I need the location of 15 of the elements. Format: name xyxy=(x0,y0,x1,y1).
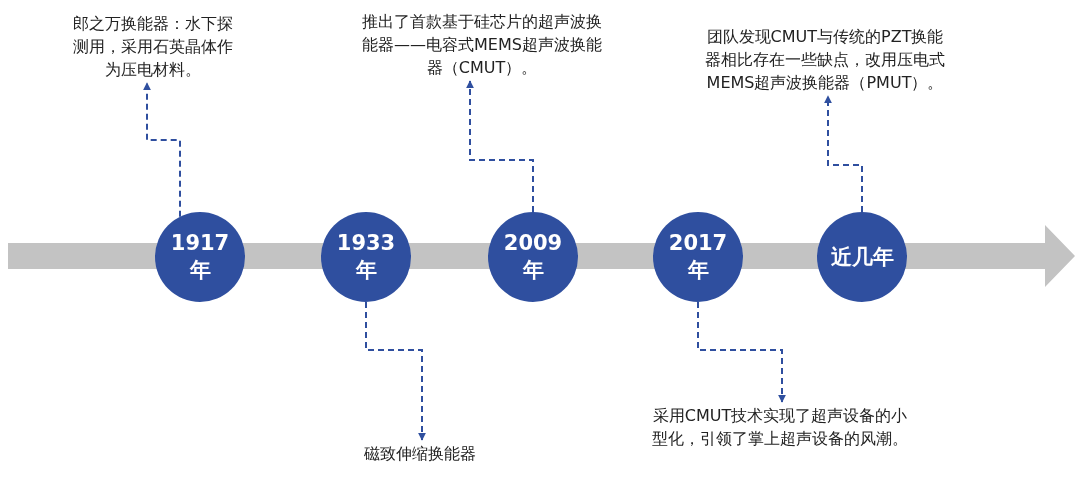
year-label: 1933年 xyxy=(336,230,396,284)
event-text: 团队发现CMUT与传统的PZT换能器相比存在一些缺点，改用压电式MEMS超声波换能器（PMUT）。 xyxy=(700,25,950,94)
year-label: 1917年 xyxy=(170,230,230,284)
event-text: 采用CMUT技术实现了超声设备的小型化，引领了掌上超声设备的风潮。 xyxy=(650,404,910,450)
leader-line xyxy=(143,82,181,218)
event-text: 郎之万换能器：水下探测用，采用石英晶体作为压电材料。 xyxy=(70,12,235,81)
event-text: 推出了首款基于硅芯片的超声波换能器——电容式MEMS超声波换能器（CMUT）。 xyxy=(362,10,602,79)
year-label: 2009年 xyxy=(503,230,563,284)
leader-line xyxy=(824,95,863,213)
year-label: 近几年 xyxy=(829,243,895,271)
leader-line xyxy=(365,301,426,441)
event-text: 磁致伸缩换能器 xyxy=(345,442,495,465)
year-label: 2017年 xyxy=(668,230,728,284)
leader-line xyxy=(697,301,786,403)
leader-line xyxy=(466,80,534,213)
